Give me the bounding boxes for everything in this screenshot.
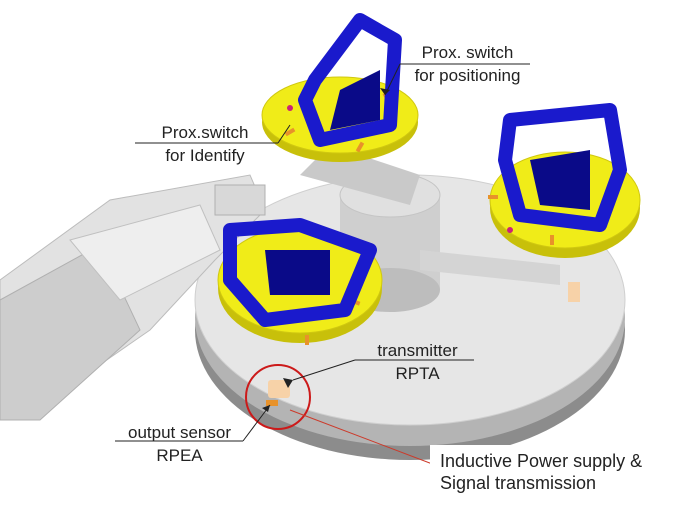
pallet-front: [217, 218, 383, 345]
label-background: [430, 445, 683, 508]
pallet-top: [261, 13, 419, 162]
label-prox-positioning-line2: for positioning: [414, 66, 521, 85]
label-prox-identify-line2: for Identify: [165, 146, 245, 165]
label-prox-positioning-line1: Prox. switch: [421, 43, 514, 62]
highlight-circle: [245, 364, 311, 430]
label-inductive-line2: Signal transmission: [440, 473, 597, 493]
label-transmitter-line2: RPTA: [395, 364, 440, 383]
arrow-head: [283, 378, 293, 388]
pallet-right: [488, 103, 641, 258]
transmitter-right: [568, 282, 580, 302]
label-prox-identify-line1: Prox.switch: [161, 123, 249, 142]
arm-right: [420, 250, 560, 285]
label-output-sensor-line2: RPEA: [156, 446, 203, 465]
label-output-sensor-line1: output sensor: [127, 423, 231, 442]
label-transmitter-line1: transmitter: [377, 341, 458, 360]
arrow-head: [262, 405, 270, 412]
robot-arm: [0, 174, 266, 421]
transmitter-front: [266, 380, 290, 406]
red-callout-line: [289, 409, 436, 466]
leader-lines: [115, 63, 530, 442]
label-inductive-line1: Inductive Power supply &: [440, 451, 643, 471]
arrow-head: [380, 88, 390, 95]
